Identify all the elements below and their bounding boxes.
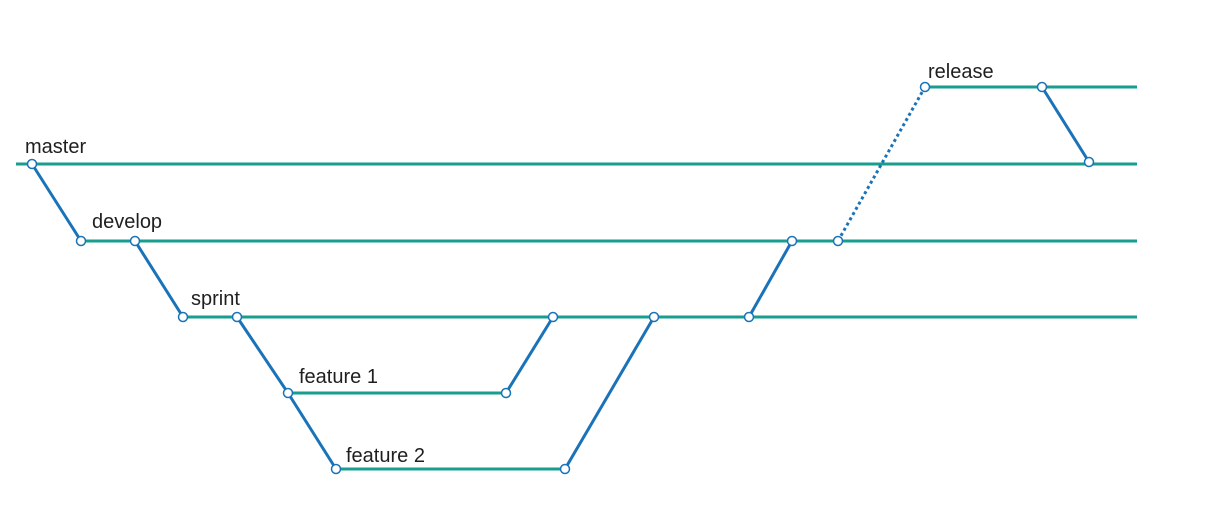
- commit-node: [919, 81, 931, 93]
- branch-labels: release master develop sprint feature 1 …: [25, 61, 994, 467]
- commit-nodes: [26, 81, 1095, 475]
- commit-node: [26, 158, 38, 170]
- commit-node: [786, 235, 798, 247]
- branch-lines: [16, 85, 1137, 471]
- commit-node: [177, 311, 189, 323]
- feature2-label: feature 2: [346, 445, 425, 467]
- commit-node: [1083, 156, 1095, 168]
- commit-node: [75, 235, 87, 247]
- sprint-to-feature1-connector: [235, 316, 290, 394]
- commit-node: [1036, 81, 1048, 93]
- commit-node: [832, 235, 844, 247]
- develop-to-sprint-connector: [133, 240, 185, 318]
- sprint-to-develop-merge-connector: [747, 240, 794, 318]
- commit-node: [129, 235, 141, 247]
- develop-label: develop: [92, 211, 162, 233]
- commit-node: [330, 463, 342, 475]
- commit-node: [282, 387, 294, 399]
- commit-node: [500, 387, 512, 399]
- sprint-label: sprint: [191, 288, 240, 310]
- release-to-master-merge-connector: [1040, 86, 1091, 163]
- commit-node: [547, 311, 559, 323]
- commit-node: [559, 463, 571, 475]
- feature1-to-feature2-connector: [286, 392, 338, 470]
- commit-node: [648, 311, 660, 323]
- feature2-merge-connector: [563, 316, 656, 470]
- release-label: release: [928, 61, 994, 83]
- feature1-merge-connector: [504, 316, 555, 394]
- master-to-develop-connector: [30, 163, 83, 242]
- feature1-label: feature 1: [299, 366, 378, 388]
- commit-node: [743, 311, 755, 323]
- master-label: master: [25, 136, 86, 158]
- commit-node: [231, 311, 243, 323]
- connector-lines: [30, 86, 1091, 470]
